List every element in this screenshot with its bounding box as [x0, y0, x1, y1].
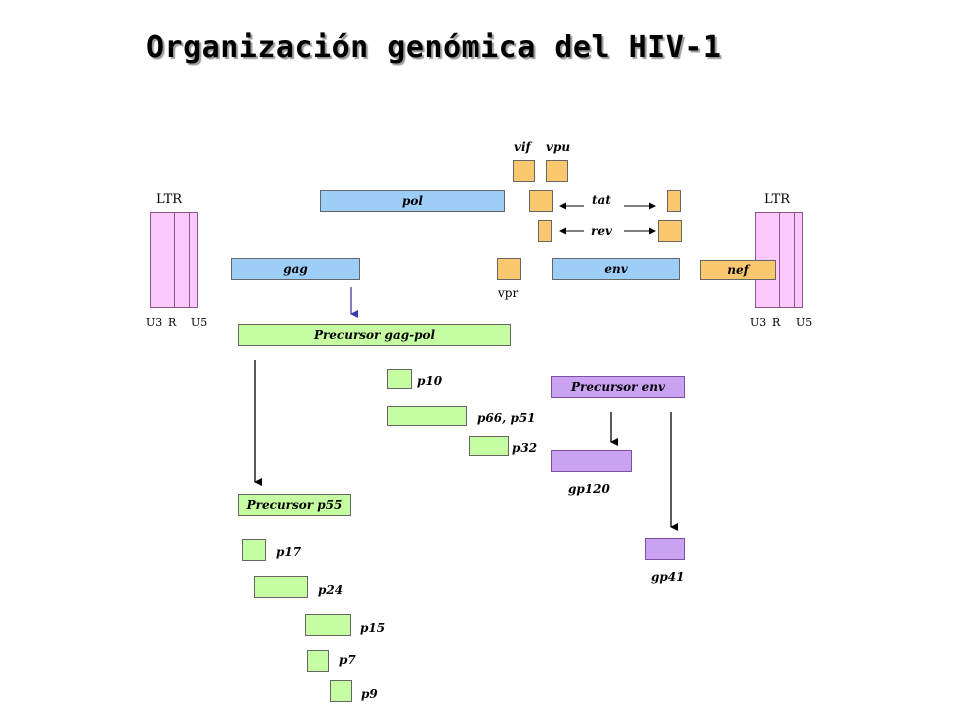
gene-tat-exon2	[667, 190, 681, 212]
gene-rev-exon2	[658, 220, 682, 242]
protein-p15-label: p15	[360, 621, 386, 635]
gene-rev-label: rev	[591, 224, 612, 238]
gene-env-label: env	[604, 262, 628, 276]
ltr-right-u5: U5	[796, 316, 813, 329]
ltr-right-u3: U3	[750, 316, 767, 329]
precursor-gag-pol-label: Precursor gag-pol	[313, 328, 436, 342]
precursor-env: Precursor env	[551, 376, 685, 398]
protein-p10-label: p10	[417, 374, 443, 388]
protein-p7-box	[307, 650, 329, 672]
gene-vif-box	[513, 160, 535, 182]
gene-pol-label: pol	[402, 194, 423, 208]
gene-nef: nef	[700, 260, 776, 280]
gene-tat-exon1	[529, 190, 553, 212]
gene-env: env	[552, 258, 680, 280]
gene-gag-label: gag	[283, 262, 308, 276]
protein-p66-p51-label: p66, p51	[477, 411, 536, 425]
protein-p24-box	[254, 576, 308, 598]
gene-vpu-box	[546, 160, 568, 182]
protein-gp120-box	[551, 450, 632, 472]
protein-p17-box	[242, 539, 266, 561]
protein-p7-label: p7	[339, 653, 356, 667]
gene-tat-label: tat	[592, 193, 611, 207]
ltr-left-label: LTR	[156, 192, 183, 207]
ltr-left-box	[150, 212, 198, 308]
ltr-left-divider	[189, 213, 190, 307]
gene-vpr-label: vpr	[498, 286, 519, 300]
precursor-env-label: Precursor env	[571, 380, 665, 394]
ltr-left-r: R	[168, 316, 177, 329]
ltr-left-u3: U3	[146, 316, 163, 329]
protein-p32-box	[469, 436, 509, 456]
gene-pol: pol	[320, 190, 505, 212]
gene-nef-label: nef	[727, 263, 749, 277]
protein-gp120-label: gp120	[568, 482, 610, 496]
gene-vpr-box	[497, 258, 521, 280]
protein-p10-box	[387, 369, 412, 389]
gene-rev-exon1	[538, 220, 552, 242]
ltr-right-divider	[794, 213, 795, 307]
ltr-left-u5: U5	[191, 316, 208, 329]
ltr-right-r: R	[772, 316, 781, 329]
protein-p24-label: p24	[318, 583, 344, 597]
ltr-right-label: LTR	[764, 192, 791, 207]
protein-p9-box	[330, 680, 352, 702]
ltr-left-divider	[174, 213, 175, 307]
protein-p9-label: p9	[361, 687, 378, 701]
gene-vpu-label: vpu	[546, 140, 571, 154]
protein-p32-label: p32	[512, 441, 538, 455]
precursor-p55-label: Precursor p55	[246, 498, 343, 512]
precursor-gag-pol: Precursor gag-pol	[238, 324, 511, 346]
ltr-right-divider	[779, 213, 780, 307]
protein-p66-p51-box	[387, 406, 467, 426]
gene-vif-label: vif	[514, 140, 531, 154]
gene-gag: gag	[231, 258, 360, 280]
protein-gp41-label: gp41	[651, 570, 685, 584]
protein-p15-box	[305, 614, 351, 636]
protein-gp41-box	[645, 538, 685, 560]
page-title: Organización genómica del HIV-1	[146, 30, 722, 65]
precursor-p55: Precursor p55	[238, 494, 351, 516]
protein-p17-label: p17	[276, 545, 302, 559]
